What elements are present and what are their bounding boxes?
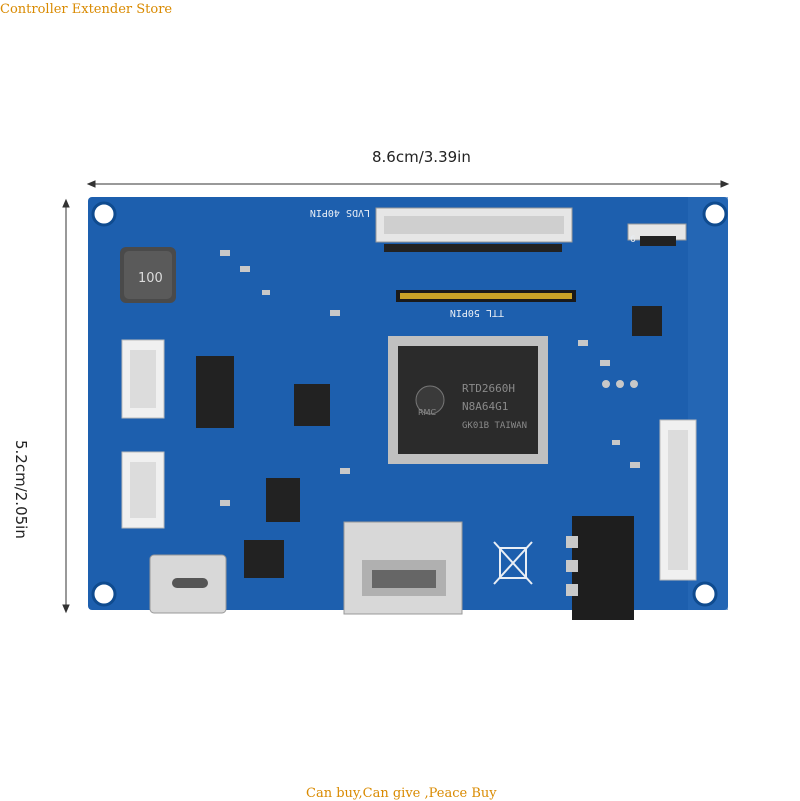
width-dimension-line — [86, 180, 730, 188]
lvds-connector — [375, 207, 573, 252]
ttl-connector — [396, 290, 576, 302]
pin6-label: 6 — [630, 235, 636, 245]
regulator — [244, 540, 284, 578]
height-dimension-line — [62, 198, 70, 614]
smd-components — [220, 250, 640, 506]
chip-line-2: N8A64G1 — [462, 400, 508, 413]
lvds-label: LVDS 40PIN — [310, 207, 370, 218]
footer-watermark: Can buy,Can give ,Peace Buy — [306, 786, 497, 801]
regulator — [266, 478, 300, 522]
ic-chip — [632, 306, 662, 336]
ic-chip — [294, 384, 330, 426]
mounting-hole — [91, 581, 117, 607]
chip-line-1: RTD2660H — [462, 382, 515, 395]
mounting-hole — [702, 201, 728, 227]
hdmi-port — [343, 521, 463, 615]
chip-line-3: GK01B TAIWAN — [462, 421, 527, 431]
store-watermark: Controller Extender Store — [0, 2, 173, 17]
left-connector-bottom — [121, 451, 165, 529]
ic-chip — [196, 356, 234, 428]
audio-jack — [566, 516, 634, 620]
right-connector — [659, 419, 697, 581]
fpc-connector — [627, 223, 687, 246]
mounting-hole — [91, 201, 117, 227]
mounting-hole — [692, 581, 718, 607]
left-connector-top — [121, 339, 165, 419]
usb-c-port — [149, 554, 227, 614]
inductor — [120, 247, 176, 303]
main-chip — [388, 336, 548, 464]
inductor-label: 100 — [138, 271, 163, 286]
ttl-label: TTL 50PIN — [450, 307, 504, 318]
width-dimension-label: 8.6cm/3.39in — [372, 148, 471, 166]
chip-logo: RMC — [418, 408, 436, 417]
weee-bin-icon — [493, 541, 533, 585]
